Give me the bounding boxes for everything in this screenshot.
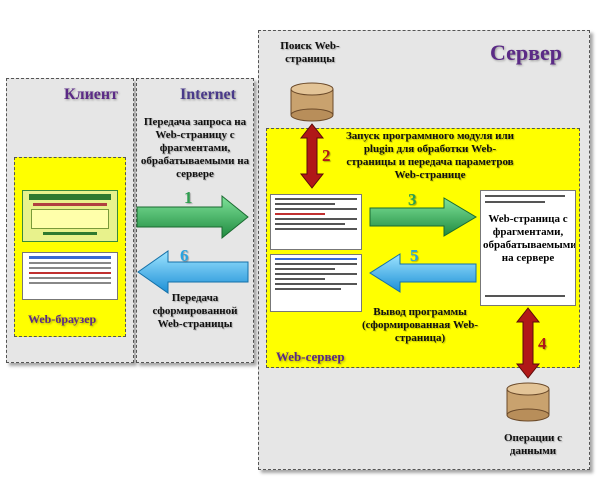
response-text: Передача сформированной Web-страницы bbox=[152, 292, 238, 330]
request-text: Передача запроса на Web-страницу с фрагм… bbox=[140, 116, 250, 180]
arrow-6 bbox=[137, 250, 249, 294]
step-2: 2 bbox=[322, 146, 331, 165]
step-4: 4 bbox=[538, 334, 547, 353]
step-3: 3 bbox=[408, 190, 417, 209]
step-5: 5 bbox=[410, 246, 419, 265]
arrow-4 bbox=[515, 307, 541, 379]
database-icon bbox=[290, 82, 334, 122]
browser-page-result bbox=[22, 252, 118, 300]
server-output-doc bbox=[270, 254, 362, 312]
arrow-3 bbox=[369, 197, 477, 237]
client-title: Клиент bbox=[64, 86, 118, 103]
arrow-2 bbox=[299, 123, 325, 189]
internet-title: Internet bbox=[180, 86, 236, 103]
output-text: Вывод программы (сформированная Web-стра… bbox=[361, 306, 478, 344]
browser-box bbox=[14, 157, 126, 337]
arrow-5 bbox=[369, 253, 477, 293]
step-6: 6 bbox=[180, 246, 189, 265]
web-page-doc: Web-страница с фрагментами, обрабатываем… bbox=[480, 190, 576, 306]
plugin-text: Запуск программного модуля или plugin дл… bbox=[345, 130, 515, 181]
web-page-doc-text: Web-страница с фрагментами, обрабатываем… bbox=[483, 213, 576, 264]
webserver-label: Web-сервер bbox=[276, 349, 345, 364]
arrow-1 bbox=[136, 194, 249, 240]
data-database-icon bbox=[506, 382, 550, 422]
step-1: 1 bbox=[184, 188, 193, 207]
browser-label: Web-браузер bbox=[28, 312, 97, 326]
server-script-doc bbox=[270, 194, 362, 250]
browser-page-request bbox=[22, 190, 118, 242]
search-label: Поиск Web-страницы bbox=[280, 40, 340, 65]
data-ops-label: Операции с данными bbox=[503, 432, 563, 457]
server-title: Сервер bbox=[490, 40, 563, 65]
